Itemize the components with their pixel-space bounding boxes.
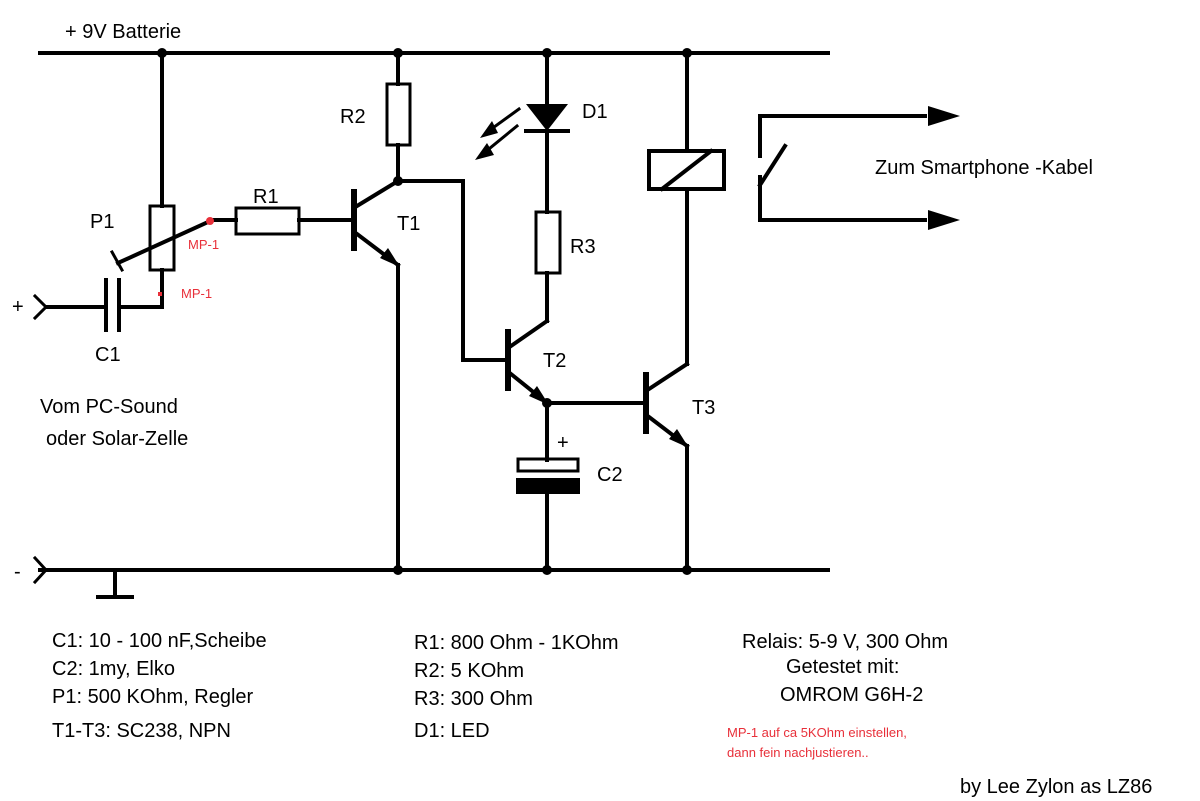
t1-emitter-arrow: [380, 248, 400, 267]
t2-collector: [508, 318, 550, 349]
relay-contact-bottom: [758, 175, 927, 222]
c1-label: C1: [95, 344, 121, 366]
source-label-1: Vom PC-Sound: [40, 396, 178, 418]
parts-list-item: R3: 300 Ohm: [414, 688, 533, 710]
p1-label: P1: [90, 211, 114, 233]
parts-list-item: C1: 10 - 100 nF,Scheibe: [52, 630, 267, 652]
parts-list-item: D1: LED: [414, 720, 490, 742]
parts-list-item: C2: 1my, Elko: [52, 658, 175, 680]
junction: [682, 48, 692, 58]
mp1-end-label: MP-1: [181, 286, 212, 301]
minus-terminal-label: -: [14, 561, 21, 583]
c2-plate-top: [516, 457, 580, 473]
adjustment-note-line: dann fein nachjustieren..: [727, 745, 869, 760]
t3-collector: [646, 361, 690, 392]
r3-resistor: [534, 210, 562, 275]
r2-resistor: [385, 82, 412, 147]
junction: [542, 565, 552, 575]
r2-label: R2: [340, 106, 366, 128]
output-arrow-top: [928, 106, 960, 126]
parts-list-column-1: C1: 10 - 100 nF,Scheibe C2: 1my, Elko P1…: [52, 627, 267, 745]
p1-wiper-cap: [109, 249, 125, 273]
parts-list-item: R1: 800 Ohm - 1KOhm: [414, 632, 619, 654]
relay-spec-line-2: Getestet mit:: [786, 656, 900, 678]
junction: [542, 398, 552, 408]
junction: [393, 565, 403, 575]
led-arrow-head-2: [475, 143, 494, 160]
parts-list-item: T1-T3: SC238, NPN: [52, 720, 231, 742]
relay-coil-slash: [659, 148, 714, 192]
p1-wiper: [115, 219, 211, 266]
relay-switch-blade: [757, 143, 788, 188]
led-arrow-1: [487, 106, 522, 133]
mp1-wiper-marker: [206, 217, 214, 225]
parts-list-column-2: R1: 800 Ohm - 1KOhm R2: 5 KOhm R3: 300 O…: [414, 629, 619, 745]
relay-spec-line-3: OMROM G6H-2: [780, 684, 924, 706]
adjustment-note: MP-1 auf ca 5KOhm einstellen, dann fein …: [727, 723, 907, 763]
plus-terminal-label: +: [12, 296, 24, 318]
junction: [542, 48, 552, 58]
adjustment-note-line: MP-1 auf ca 5KOhm einstellen,: [727, 725, 907, 740]
r1-resistor: [234, 206, 301, 236]
junction: [393, 48, 403, 58]
relay-contact-top: [758, 114, 927, 158]
junction: [393, 176, 403, 186]
t2-label: T2: [543, 350, 566, 372]
r3-label: R3: [570, 236, 596, 258]
mp1-wiper-label: MP-1: [188, 237, 219, 252]
d1-led-triangle: [526, 104, 568, 131]
t1-collector: [354, 178, 401, 209]
mp1-end-marker: [158, 292, 162, 296]
t1-label: T1: [397, 213, 420, 235]
relay-spec-line-1: Relais: 5-9 V, 300 Ohm: [742, 631, 949, 653]
led-arrow-head-1: [480, 121, 498, 138]
output-arrow-bottom: [928, 210, 960, 230]
credit-label: by Lee Zylon as LZ86: [960, 776, 1153, 798]
c2-label: C2: [597, 464, 623, 486]
c2-polarity-label: +: [557, 432, 569, 454]
parts-list-item: R2: 5 KOhm: [414, 660, 525, 682]
t3-emitter-arrow: [669, 429, 689, 448]
source-label-2: oder Solar-Zelle: [46, 428, 188, 450]
junction: [157, 48, 167, 58]
supply-label: + 9V Batterie: [65, 21, 181, 43]
r1-label: R1: [253, 186, 279, 208]
junction: [682, 565, 692, 575]
t3-label: T3: [692, 397, 715, 419]
output-label: Zum Smartphone -Kabel: [875, 157, 1093, 179]
parts-list-item: P1: 500 KOhm, Regler: [52, 686, 254, 708]
input-minus-terminal: [32, 555, 49, 585]
d1-label: D1: [582, 101, 608, 123]
